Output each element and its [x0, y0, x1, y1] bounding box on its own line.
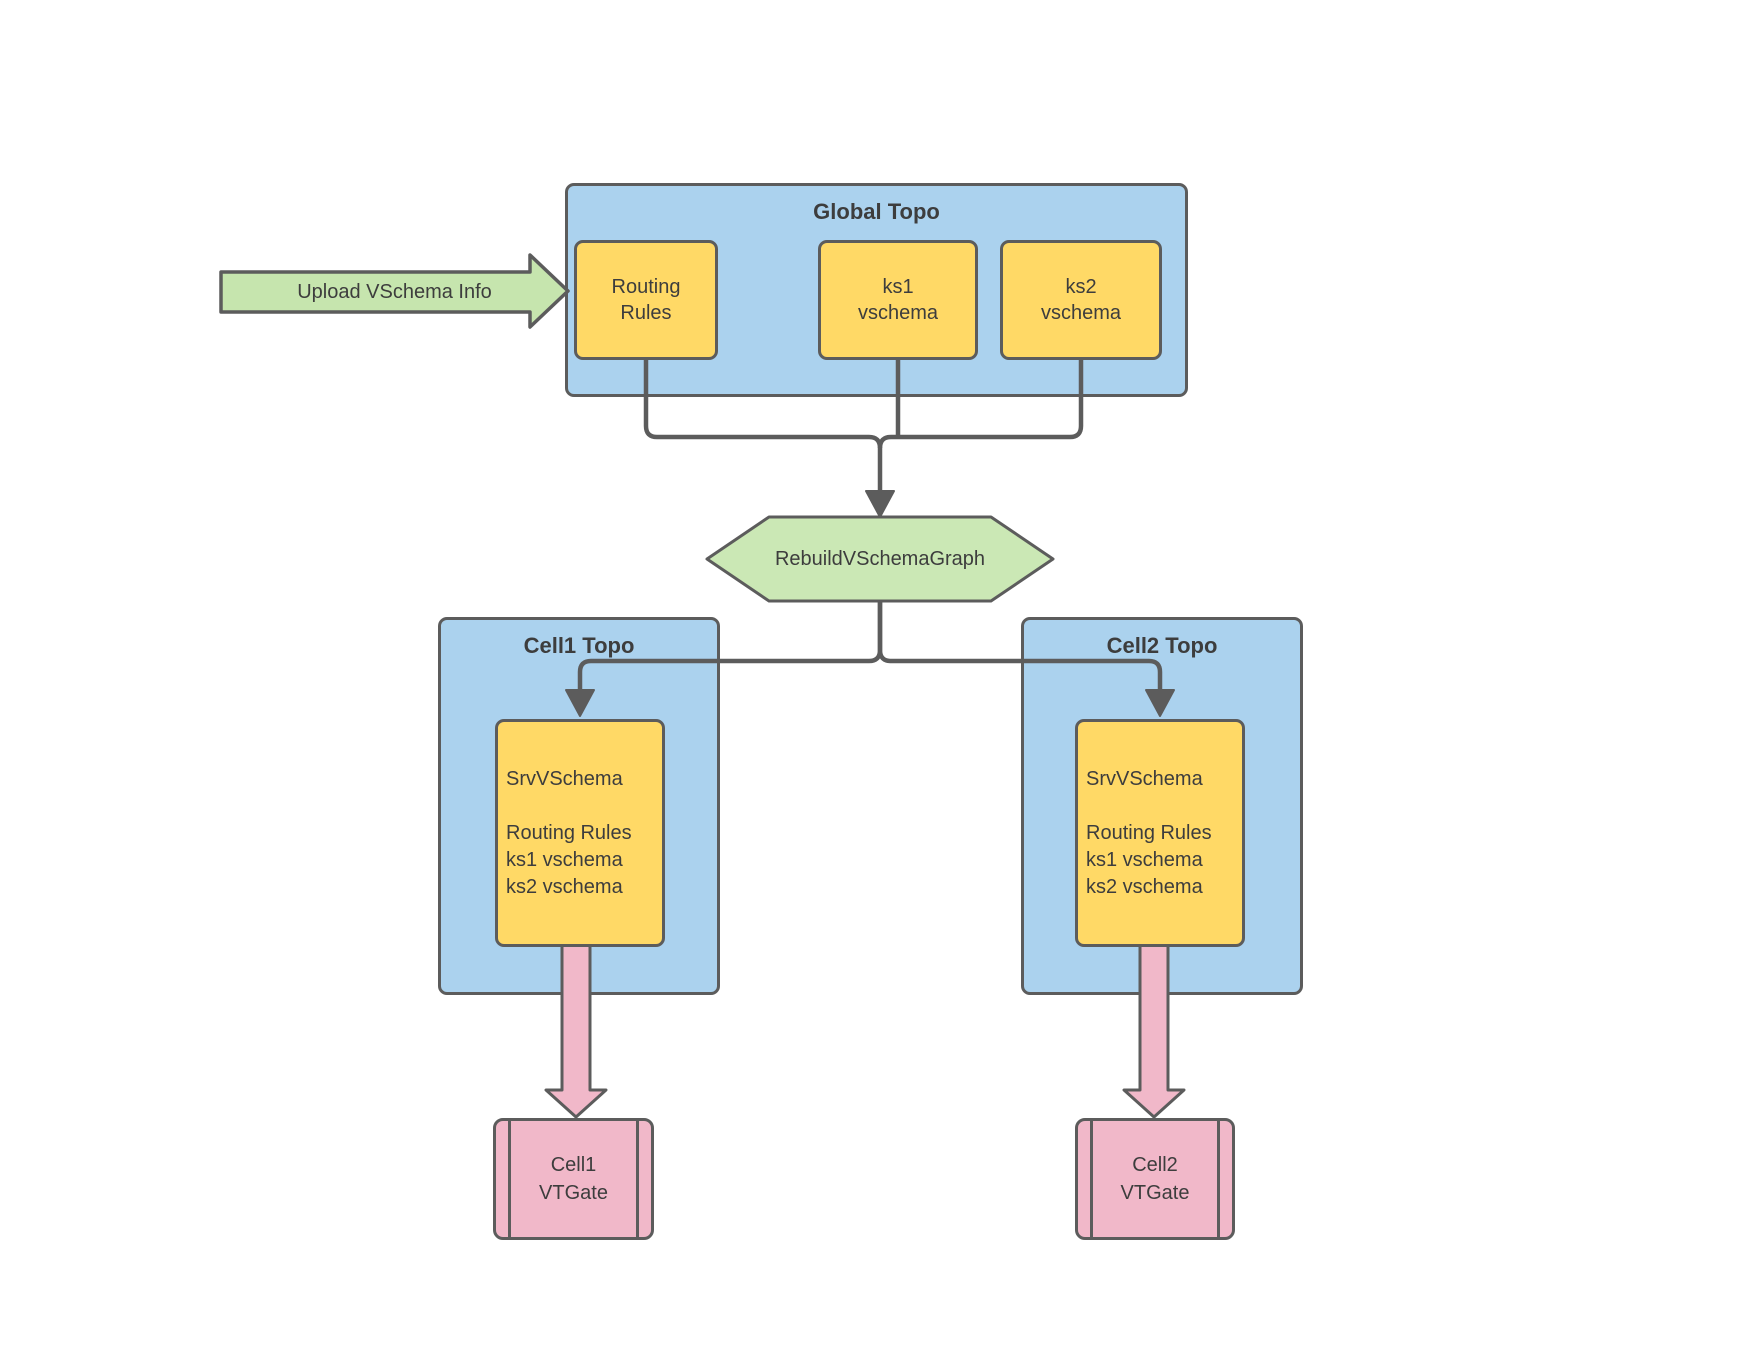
node-cell1-srv-vschema: SrvVSchema Routing Rules ks1 vschema ks2…	[495, 719, 665, 947]
ks1-vschema-label: ks1 vschema	[857, 276, 939, 324]
routing-rules-label: Routing Rules	[611, 276, 681, 324]
global-topo-title: Global Topo	[813, 199, 940, 224]
node-ks2-vschema: ks2 vschema	[1000, 240, 1162, 360]
arrowhead-into-rebuild	[865, 490, 895, 518]
node-cell1-vtgate: Cell1 VTGate	[493, 1118, 654, 1240]
cell2-topo-title: Cell2 Topo	[1106, 633, 1218, 658]
upload-arrow-shape	[219, 253, 570, 329]
ks2-vschema-label: ks2 vschema	[1040, 276, 1122, 324]
vtgate-right-bar	[1217, 1121, 1220, 1237]
cell1-vtgate-label: Cell1 VTGate	[539, 1154, 608, 1204]
cell2-vtgate-label: Cell2 VTGate	[1120, 1154, 1190, 1204]
cell1-srv-vschema-label: SrvVSchema Routing Rules ks1 vschema ks2…	[506, 767, 632, 898]
vtgate-left-bar	[1090, 1121, 1093, 1237]
vtgate-left-bar	[508, 1121, 511, 1237]
upload-arrow-label: Upload VSchema Info	[297, 280, 492, 303]
node-routing-rules: Routing Rules	[574, 240, 718, 360]
rebuild-hexagon-label: RebuildVSchemaGraph	[774, 547, 986, 570]
cell1-topo-title: Cell1 Topo	[523, 633, 635, 658]
vtgate-right-bar	[636, 1121, 639, 1237]
cell2-srv-vschema-label: SrvVSchema Routing Rules ks1 vschema ks2…	[1086, 767, 1212, 898]
rebuild-hexagon-shape	[705, 515, 1055, 603]
node-ks1-vschema: ks1 vschema	[818, 240, 978, 360]
node-cell2-vtgate: Cell2 VTGate	[1075, 1118, 1235, 1240]
node-cell2-srv-vschema: SrvVSchema Routing Rules ks1 vschema ks2…	[1075, 719, 1245, 947]
